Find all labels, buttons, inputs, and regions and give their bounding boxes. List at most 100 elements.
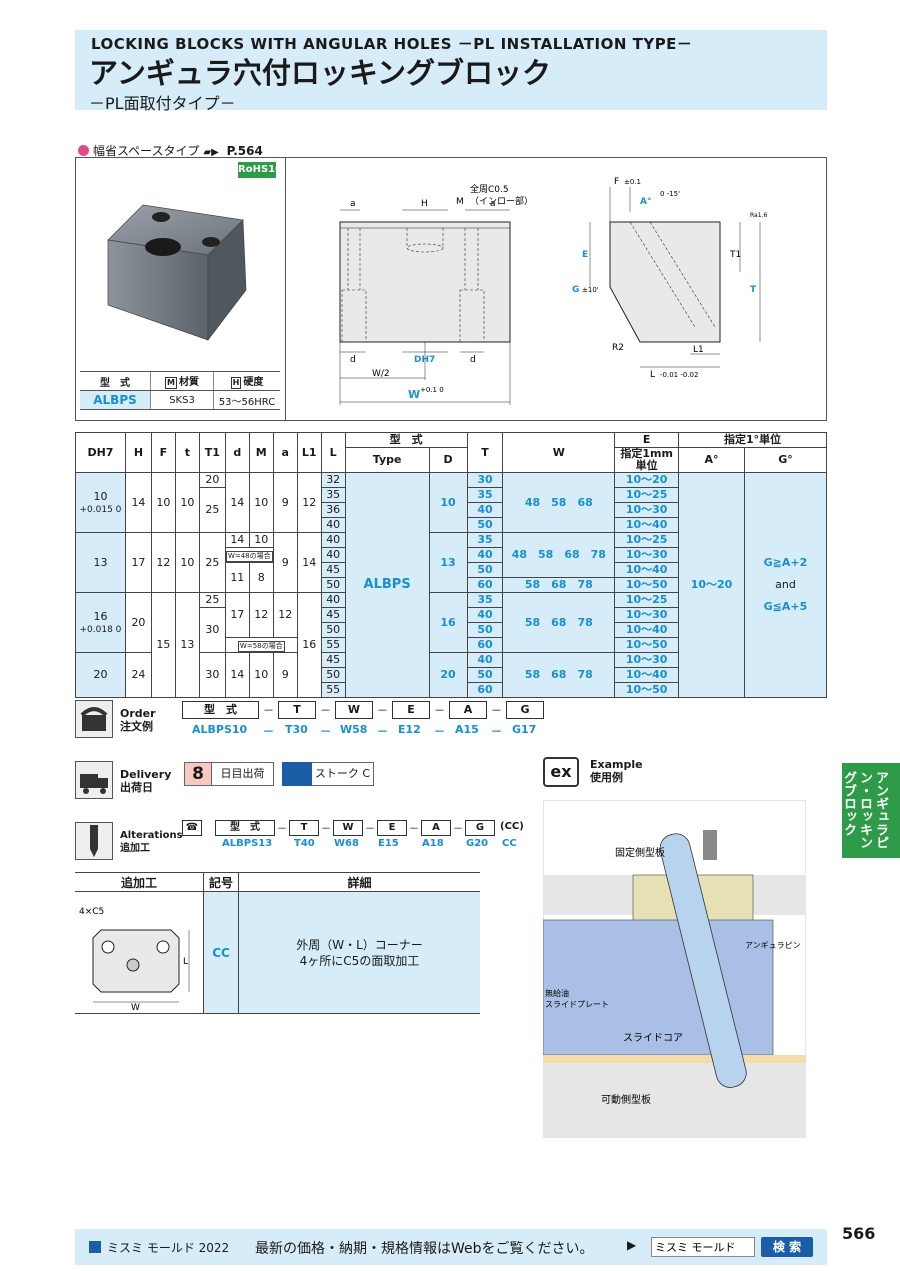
order-dash: － — [320, 704, 331, 717]
spec-header-material-text: 材質 — [178, 377, 199, 388]
alt-col-detail: 詳細 — [238, 872, 480, 892]
d-tol: +0.018 0 — [79, 624, 122, 635]
col-G: G° — [743, 447, 828, 473]
alt-box-type: 型 式 — [215, 820, 275, 836]
table-cell: 14 — [224, 652, 250, 698]
stroke-label: ストーク C — [312, 762, 374, 786]
page-number: 566 — [842, 1224, 876, 1243]
a-range-cell: 10～20 — [678, 472, 745, 698]
drill-icon — [75, 822, 113, 860]
order-dash: － — [263, 704, 274, 717]
table-cell: 35 — [466, 592, 504, 608]
alt-value-type: ALBPS13 — [222, 838, 273, 849]
label-angular-pin: アンギュラピン — [745, 941, 801, 950]
table-cell: 60 — [466, 682, 504, 698]
table-cell: 36 — [320, 502, 346, 518]
alterations-label-en: Alterations — [120, 830, 183, 841]
table-cell: 16 — [296, 592, 322, 698]
side-view-drawing: F ±0.1 A° 0 -15' E G ±10' T1 T R2 L1 L -… — [572, 177, 767, 380]
dim-a-left: a — [350, 199, 356, 209]
web-search-button[interactable]: 検 索 — [761, 1237, 813, 1257]
table-cell: 58 68 78 — [502, 652, 616, 698]
table-cell: 58 68 78 — [502, 592, 616, 653]
col-T: T — [466, 432, 504, 473]
table-cell: 10～30 — [614, 652, 680, 668]
title-en: LOCKING BLOCKS WITH ANGULAR HOLES －PL IN… — [91, 35, 693, 53]
inlow-note: （インロー部） — [470, 195, 530, 207]
table-cell: 10～50 — [614, 577, 680, 593]
table-cell: 35 — [320, 487, 346, 503]
reference-line: 幅省スペースタイプ ▰▶ P.564 — [78, 142, 263, 159]
alt-value-W: W68 — [334, 838, 359, 849]
play-arrow-icon: ▶ — [627, 1238, 637, 1252]
table-note: W=58の場合 — [224, 637, 298, 653]
table-cell: 40 — [466, 652, 504, 668]
note-w48: W=48の場合 — [225, 550, 273, 562]
alt-box-W: W — [333, 820, 363, 836]
col-W: W — [502, 432, 616, 473]
table-cell: 50 — [320, 577, 346, 593]
alterations-table: 追加工 記号 詳細 4×C5 L W CC 外周（W・L）コーナー 4ヶ所にC5… — [75, 872, 480, 1014]
chamfer-figure: 4×C5 L W — [79, 907, 190, 1013]
note-w58: W=58の場合 — [237, 640, 285, 652]
alt-box-T: T — [289, 820, 319, 836]
table-cell: 14 — [224, 532, 250, 548]
table-cell: 9 — [272, 472, 298, 533]
table-cell: 10 — [248, 472, 274, 533]
table-cell: 9 — [272, 652, 298, 698]
order-box-A: A — [449, 701, 487, 719]
front-view-drawing: a H M a 全周C0.5 （インロー部） d DH7 d W/2 W +0.… — [339, 183, 530, 405]
alt-box-E: E — [377, 820, 407, 836]
product-box-divider — [285, 157, 286, 421]
table-cell: 40 — [466, 502, 504, 518]
col-d: d — [224, 432, 250, 473]
table-cell: 11 — [224, 562, 250, 593]
table-cell: 10～25 — [614, 532, 680, 548]
ref-page-link[interactable]: P.564 — [226, 144, 263, 158]
table-cell: 25 — [198, 487, 226, 533]
section-side-tab[interactable]: アンギュラピン・ロッキングブロック — [841, 763, 900, 858]
table-cell: 50 — [466, 562, 504, 578]
table-cell: 20 — [428, 652, 468, 698]
order-dash: － — [377, 725, 388, 738]
table-cell: 40 — [466, 547, 504, 563]
order-label-jp: 注文例 — [120, 720, 153, 733]
footer-message: 最新の価格・納期・規格情報はWebをご覧ください。 — [255, 1241, 594, 1257]
dim-L: L — [650, 370, 655, 380]
table-cell-D: 10 +0.015 0 — [75, 472, 126, 533]
table-cell: 45 — [320, 607, 346, 623]
table-cell: 14 — [296, 532, 322, 593]
dim-G: G — [572, 285, 579, 295]
table-cell: 15 — [150, 592, 176, 698]
product-photo — [107, 204, 247, 342]
spec-header-type: 型 式 — [80, 371, 151, 391]
rohs-badge: RoHS10 — [238, 162, 282, 178]
table-cell: 8 — [248, 562, 274, 593]
web-search-input[interactable] — [651, 1237, 755, 1257]
dim-d-right: d — [470, 355, 476, 365]
table-cell: 35 — [466, 532, 504, 548]
table-cell: 10～20 — [614, 472, 680, 488]
alt-code: CC — [203, 891, 239, 1014]
d-tol: +0.015 0 — [79, 504, 122, 515]
table-cell: 10～40 — [614, 517, 680, 533]
alt-dim-L: L — [183, 957, 188, 967]
order-value-W: W58 — [340, 723, 368, 736]
book-icon: ▰▶ — [203, 147, 219, 158]
title-jp: アンギュラ穴付ロッキングブロック — [89, 56, 551, 90]
order-value-E: E12 — [398, 723, 421, 736]
order-dash: － — [320, 725, 331, 738]
footer-brand: ミスミ モールド 2022 — [107, 1241, 230, 1255]
delivery-days: 8 — [184, 762, 212, 786]
order-dash: － — [263, 725, 274, 738]
table-cell: 50 — [320, 667, 346, 683]
example-label-en: Example — [590, 758, 643, 771]
col-t: t — [174, 432, 200, 473]
dim-T1: T1 — [729, 250, 741, 260]
table-cell: 13 — [174, 592, 200, 698]
table-cell: 48 58 68 — [502, 472, 616, 533]
alterations-label-jp: 追加工 — [120, 843, 150, 854]
express-icon — [282, 762, 312, 786]
